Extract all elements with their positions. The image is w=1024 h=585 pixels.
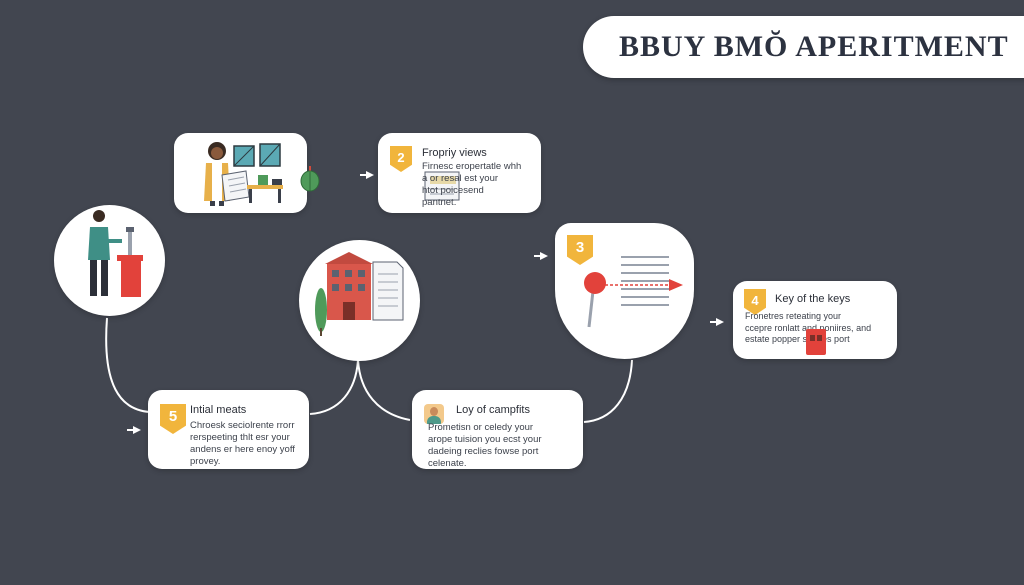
connector-house-to-step5: [309, 359, 359, 415]
avatar-icon: [424, 404, 444, 424]
step6-body-line: dadeing reclies fowse port: [428, 446, 539, 457]
step5-title: Intial meats: [190, 404, 247, 416]
step2-body-line: Firnesc eropertatle whh: [422, 161, 522, 172]
person-with-stand-illustration: [88, 210, 143, 297]
red-door-icon: [806, 329, 826, 355]
step6-title: Loy of campfits: [456, 404, 530, 416]
page-title: BBUY BMŎ APERITMENT: [619, 30, 1009, 63]
step6-body: Prometisn or celedy your arope tuision y…: [428, 422, 542, 470]
step2-body-line: a or resal est your: [422, 173, 499, 184]
step2-card: 2 Fropriy views Firnesc eropertatle whh …: [378, 133, 541, 213]
step6-body-line: Prometisn or celedy your: [428, 422, 534, 433]
step2-title: Fropriy views: [422, 147, 487, 159]
step6-body-line: celenate.: [428, 458, 467, 469]
arrow-to-step4: [710, 318, 724, 326]
step5-body-line: andens er here enoy yoff: [190, 444, 295, 455]
house-document-illustration: [315, 252, 404, 336]
step2-body: Firnesc eropertatle whh a or resal est y…: [422, 161, 521, 209]
step5-body-line: Chroesk seciolrente rrorr: [190, 420, 295, 431]
step5-badge: 5: [160, 404, 186, 434]
connector-house-to-step6: [357, 359, 411, 421]
connector-circle1-to-step5: [105, 317, 151, 413]
step4-badge: 4: [744, 289, 766, 315]
title-banner: BBUY BMŎ APERITMENT: [583, 16, 1024, 78]
step2-body-line: pantnet.: [422, 197, 457, 208]
map-pin-document-illustration: [584, 256, 683, 328]
step2-badge: 2: [390, 146, 412, 172]
arrow-to-step5: [127, 426, 141, 434]
step4-body: Fronetres reteating your ccepre ronlatt …: [745, 311, 871, 346]
step3-card: 3: [555, 223, 694, 359]
house-circle: [299, 240, 420, 361]
step5-body: Chroesk seciolrente rrorr rerspeeting th…: [190, 420, 295, 468]
step4-card: 4 Key of the keys Fronetres reteating yo…: [733, 281, 897, 359]
person-at-desk-illustration: [204, 142, 283, 206]
plant-icon: [300, 166, 320, 192]
person-circle: [54, 205, 165, 316]
step5-card: 5 Intial meats Chroesk seciolrente rrorr…: [148, 390, 309, 469]
step5-body-line: rerspeeting thlt esr your: [190, 432, 290, 443]
arrow-to-step2: [360, 171, 374, 179]
step5-body-line: provey.: [190, 456, 221, 467]
arrow-to-step3: [534, 252, 548, 260]
step2-body-line: htot poicesend: [422, 185, 484, 196]
step4-body-line: estate popper sattnes port: [745, 334, 850, 344]
step6-card: Loy of campfits Prometisn or celedy your…: [412, 390, 583, 469]
document-stack-icon: [424, 171, 460, 201]
step6-body-line: arope tuision you ecst your: [428, 434, 542, 445]
step4-body-line: ccepre ronlatt and poniires, and: [745, 322, 872, 333]
step4-body-line: Fronetres reteating your: [745, 311, 842, 321]
connector-step3-to-step6: [583, 359, 633, 423]
step4-title: Key of the keys: [775, 293, 851, 305]
step1-card: [174, 133, 307, 213]
